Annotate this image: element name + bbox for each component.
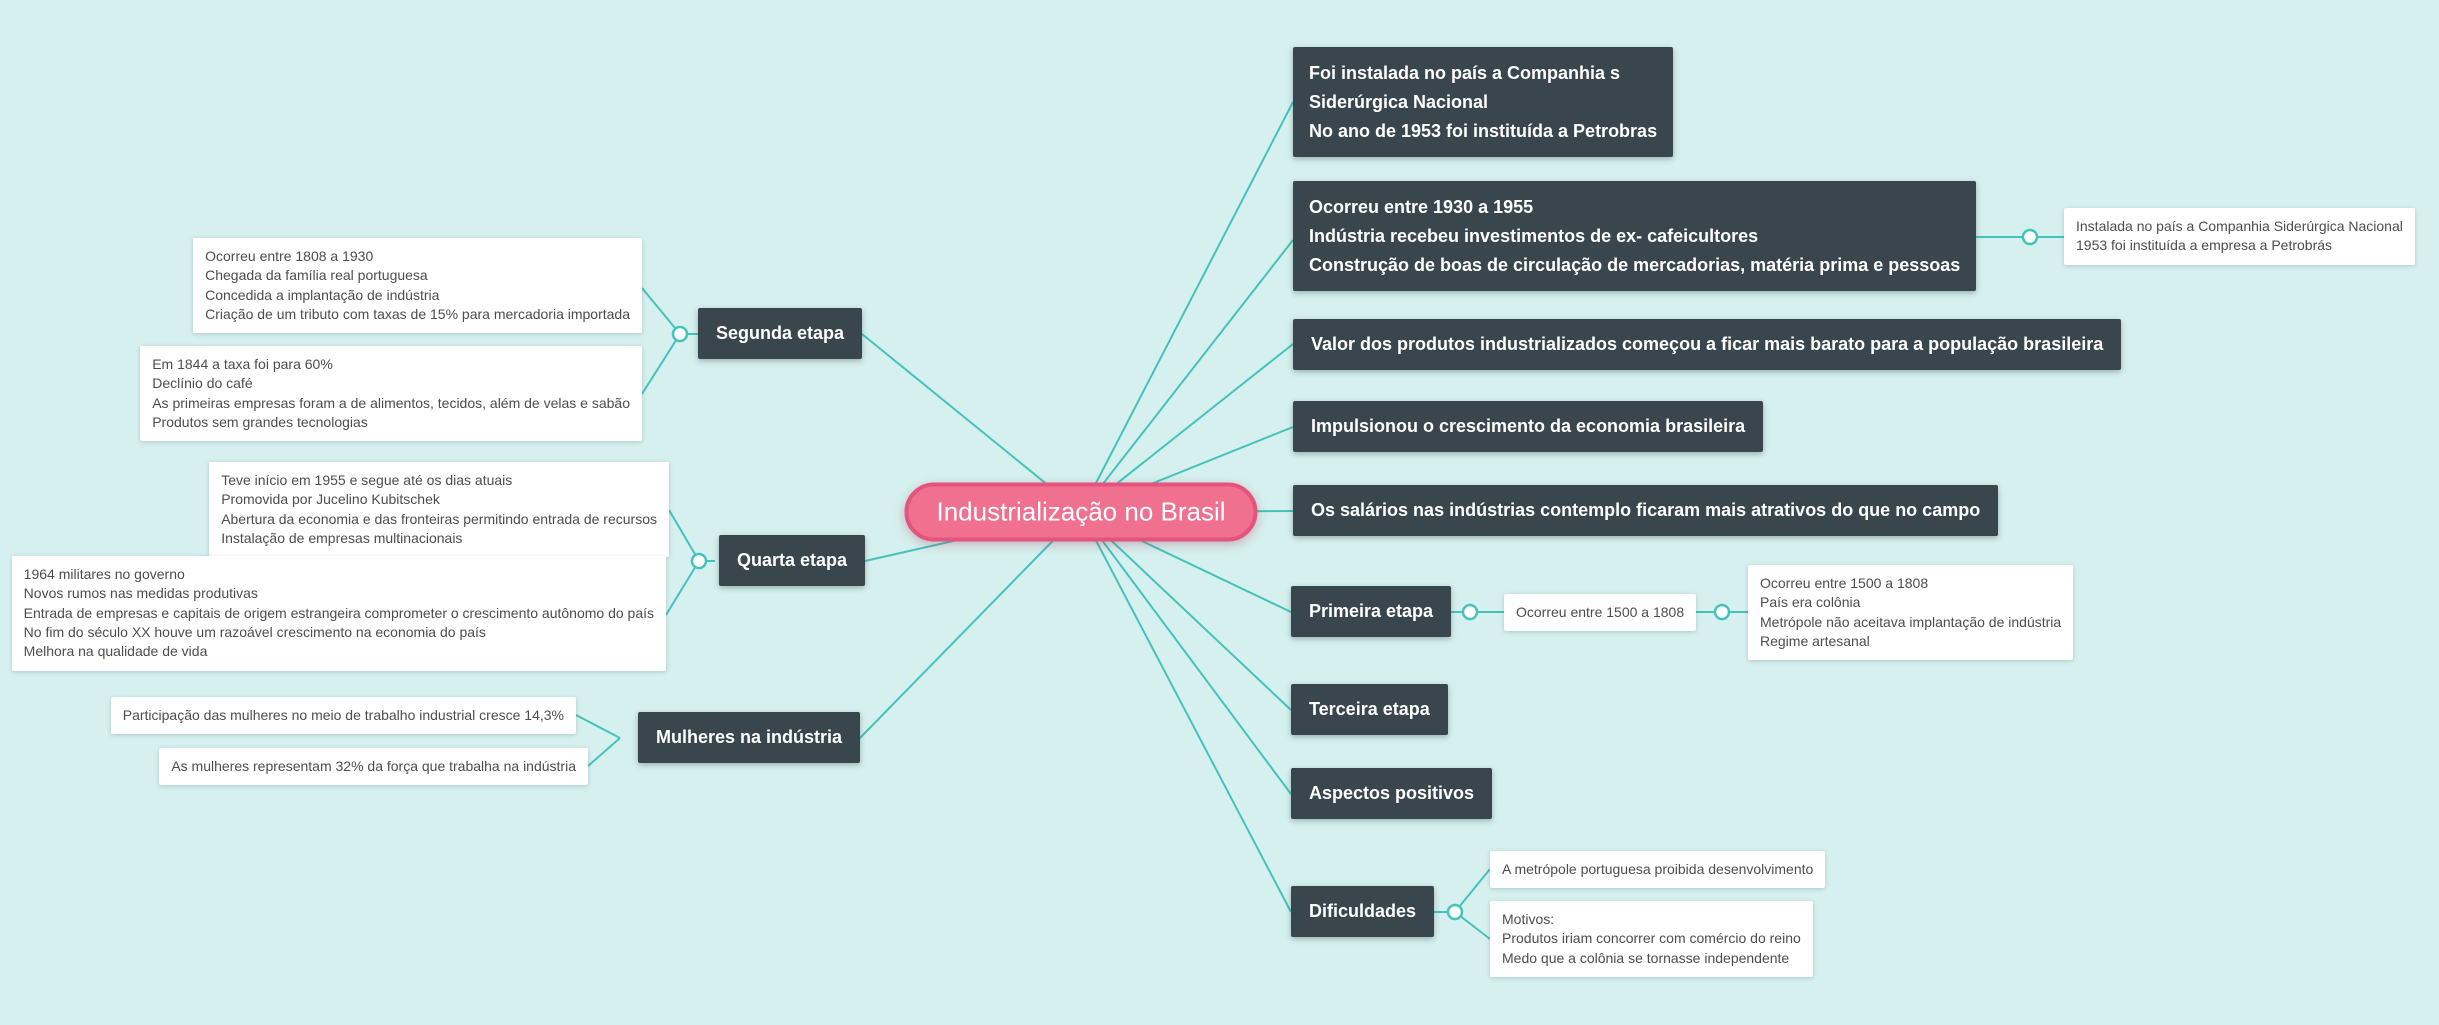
node-quarta-etapa[interactable]: Quarta etapa	[718, 535, 865, 586]
junction-dot[interactable]	[1713, 603, 1731, 621]
note-dificuldades-1[interactable]: A metrópole portuguesa proibida desenvol…	[1490, 851, 1826, 889]
node-periodo-1930-1955[interactable]: Ocorreu entre 1930 a 1955 Indústria rece…	[1293, 181, 1977, 292]
node-salarios[interactable]: Os salários nas indústrias contemplo fic…	[1293, 485, 1999, 536]
note-quarta-1[interactable]: Teve início em 1955 e segue até os dias …	[209, 462, 669, 558]
central-topic[interactable]: Industrialização no Brasil	[904, 482, 1258, 542]
node-terceira-etapa[interactable]: Terceira etapa	[1291, 684, 1448, 735]
note-quarta-2[interactable]: 1964 militares no governo Novos rumos na…	[11, 556, 666, 671]
junction-dot[interactable]	[690, 552, 708, 570]
junction-dots	[671, 228, 2039, 921]
junction-dot[interactable]	[2021, 228, 2039, 246]
note-segunda-1[interactable]: Ocorreu entre 1808 a 1930 Chegada da fam…	[193, 238, 642, 334]
node-valor-produtos[interactable]: Valor dos produtos industrializados come…	[1293, 319, 2122, 370]
note-primeira-detalhe[interactable]: Ocorreu entre 1500 a 1808 País era colôn…	[1748, 565, 2074, 661]
node-primeira-etapa[interactable]: Primeira etapa	[1291, 586, 1452, 637]
node-dificuldades[interactable]: Dificuldades	[1291, 886, 1435, 937]
node-mulheres[interactable]: Mulheres na indústria	[637, 712, 860, 763]
note-csn[interactable]: Instalada no país a Companhia Siderúrgic…	[2064, 208, 2415, 265]
node-csn-petrobras[interactable]: Foi instalada no país a Companhia s Side…	[1293, 47, 1674, 158]
junction-dot[interactable]	[671, 325, 689, 343]
note-mulheres-1[interactable]: Participação das mulheres no meio de tra…	[110, 697, 576, 735]
note-primeira-resumo[interactable]: Ocorreu entre 1500 a 1808	[1504, 594, 1697, 632]
junction-dot[interactable]	[1446, 903, 1464, 921]
node-aspectos-positivos[interactable]: Aspectos positivos	[1291, 768, 1493, 819]
note-mulheres-2[interactable]: As mulheres representam 32% da força que…	[159, 748, 588, 786]
note-dificuldades-2[interactable]: Motivos: Produtos iriam concorrer com co…	[1490, 901, 1813, 977]
junction-dot[interactable]	[1461, 603, 1479, 621]
node-segunda-etapa[interactable]: Segunda etapa	[697, 308, 862, 359]
node-impulso-economia[interactable]: Impulsionou o crescimento da economia br…	[1293, 401, 1764, 452]
note-segunda-2[interactable]: Em 1844 a taxa foi para 60% Declínio do …	[140, 346, 642, 442]
